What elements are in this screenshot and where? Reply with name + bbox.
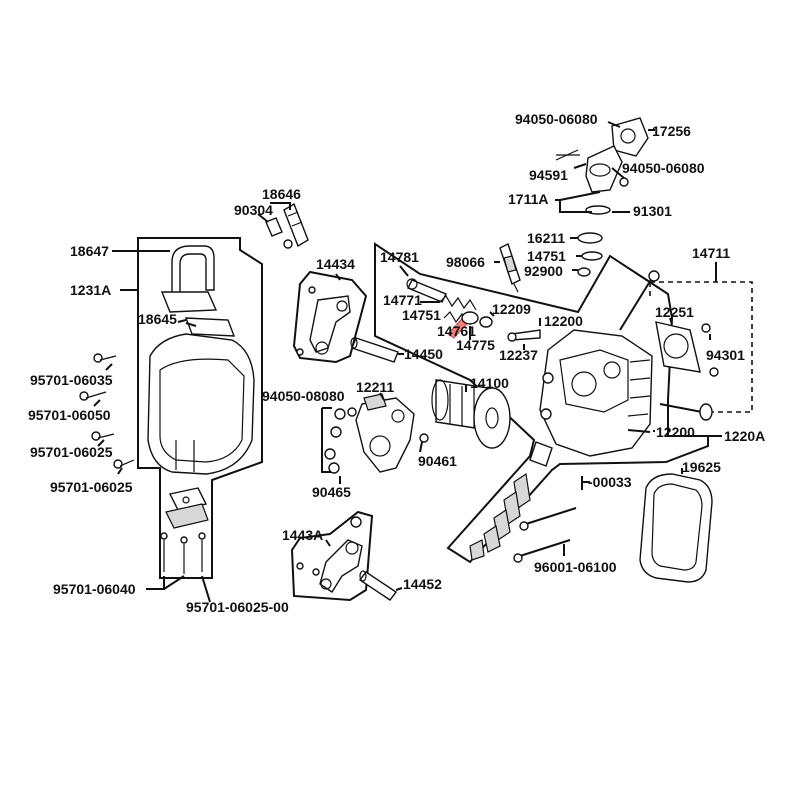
part-14452-rocker-shaft [358, 570, 398, 601]
part-14434-rocker-arm [296, 286, 351, 356]
part-90304-clip [265, 217, 283, 237]
label-18647: 18647 [70, 243, 109, 259]
label-94591: 94591 [529, 167, 568, 183]
part-90461-pin [419, 433, 429, 443]
label-14711: 14711 [692, 245, 730, 261]
part-94591-bolt [555, 149, 580, 161]
label-14434: 14434 [316, 256, 355, 272]
label-1443a: 1443A [282, 527, 323, 543]
label-95701-06025: 95701-06025 [30, 444, 113, 460]
part-96001-06100-bolts [513, 507, 577, 563]
part-16211-washer [577, 232, 603, 244]
cylinder-head-group: 14781 98066 16211 14751 92900 14711 1477… [374, 230, 765, 583]
label-14761: 14761 [437, 323, 476, 339]
part-14781-valve-stem-seal [406, 278, 447, 303]
label-14450: 14450 [404, 346, 443, 362]
label-95701-06050: 95701-06050 [28, 407, 111, 423]
part-1443a-rocker-arm [296, 516, 363, 593]
label-12209: 12209 [492, 301, 531, 317]
part-nut [619, 177, 629, 187]
part-cylinder-head [539, 329, 653, 457]
part-14100-camshaft [431, 379, 511, 449]
label-95701-06025-00: 95701-06025-00 [186, 599, 289, 615]
part-breather-joint [160, 291, 218, 313]
part-valve-rod [619, 277, 653, 331]
label-95701-06040: 95701-06040 [53, 581, 136, 597]
label-16211: 16211 [527, 230, 565, 246]
part-92900-nut [577, 267, 591, 277]
part-94301-dowel [701, 323, 711, 333]
part-12251-gasket [655, 321, 701, 373]
label-19625: 19625 [682, 459, 721, 475]
part-thermostat-housing [585, 145, 623, 193]
label-94050-08080: 94050-08080 [262, 388, 345, 404]
group-outline-1443a [290, 510, 374, 602]
label-14775: 14775 [456, 337, 495, 353]
rocker-group: 14434 14450 94050-08080 12211 90461 9046… [262, 256, 457, 500]
label-91301: 91301 [633, 203, 672, 219]
part-valve-exhaust [659, 403, 713, 421]
label-95701-06025-b: 95701-06025 [50, 479, 133, 495]
group-outline-14711 [649, 281, 753, 413]
label-14100: 14100 [470, 375, 509, 391]
group-outline-1220a [374, 242, 709, 564]
label-12211: 12211 [356, 379, 394, 395]
label-96001-06100: 96001-06100 [534, 559, 617, 575]
label-12251: 12251 [655, 304, 694, 320]
rocker-group-1443a: 1443A 14452 [282, 510, 442, 602]
group-outline-1231a [137, 237, 263, 579]
label-1711a: 1711A [508, 191, 548, 207]
label-94050-06080-top: 94050-06080 [515, 111, 598, 127]
label-17256: 17256 [652, 123, 691, 139]
part-17256-thermostat-cover [611, 117, 649, 157]
label-18646: 18646 [262, 186, 301, 202]
part-springs-stack [469, 441, 553, 561]
part-clip-ring [283, 239, 293, 249]
part-14775-retainer [461, 311, 479, 325]
label-14751-a: 14751 [527, 248, 566, 264]
label-92900: 92900 [524, 263, 563, 279]
part-bolts-left [79, 353, 135, 469]
part-14450-rocker-shaft [350, 337, 399, 363]
label-12200-a: 12200 [544, 313, 583, 329]
thermostat-group: 94050-06080 17256 94591 94050-06080 1711… [508, 111, 705, 219]
part-19625-gasket [639, 473, 713, 583]
part-14751-washer [581, 251, 603, 261]
label-14452: 14452 [403, 576, 442, 592]
group-outline-bracket [321, 407, 332, 473]
label-18645: 18645 [138, 311, 177, 327]
label-90304: 90304 [234, 202, 273, 218]
valve-cover-group: 18646 90304 18647 1231A 18645 95701-0603… [28, 186, 309, 615]
part-98066-spark-plug [499, 243, 521, 293]
label-90465: 90465 [312, 484, 351, 500]
part-12209-seal [479, 316, 493, 328]
label-94301: 94301 [706, 347, 745, 363]
label-94050-06080-right: 94050-06080 [622, 160, 705, 176]
part-valve-cover [147, 333, 255, 475]
label-14771: 14771 [383, 292, 422, 308]
label-98066: 98066 [446, 254, 485, 270]
part-bolts-bracket [324, 407, 357, 474]
label-1231a: 1231A [70, 282, 111, 298]
label-95701-06035: 95701-06035 [30, 372, 113, 388]
label-00033: -00033 [588, 474, 632, 490]
label-12200-b: 12200 [656, 424, 695, 440]
label-14751-b: 14751 [402, 307, 441, 323]
part-12200-valve-guide [507, 329, 541, 342]
label-14781: 14781 [380, 249, 419, 265]
group-outline-14434 [292, 270, 368, 364]
part-long-bolts [160, 532, 206, 574]
part-94301-dowel-b [709, 367, 719, 377]
label-12237: 12237 [499, 347, 538, 363]
label-1220a: 1220A [724, 428, 765, 444]
part-18645-gasket [184, 317, 236, 337]
label-90461: 90461 [418, 453, 457, 469]
part-12211-camshaft-holder [355, 393, 415, 473]
part-cover-bracket [165, 487, 209, 529]
